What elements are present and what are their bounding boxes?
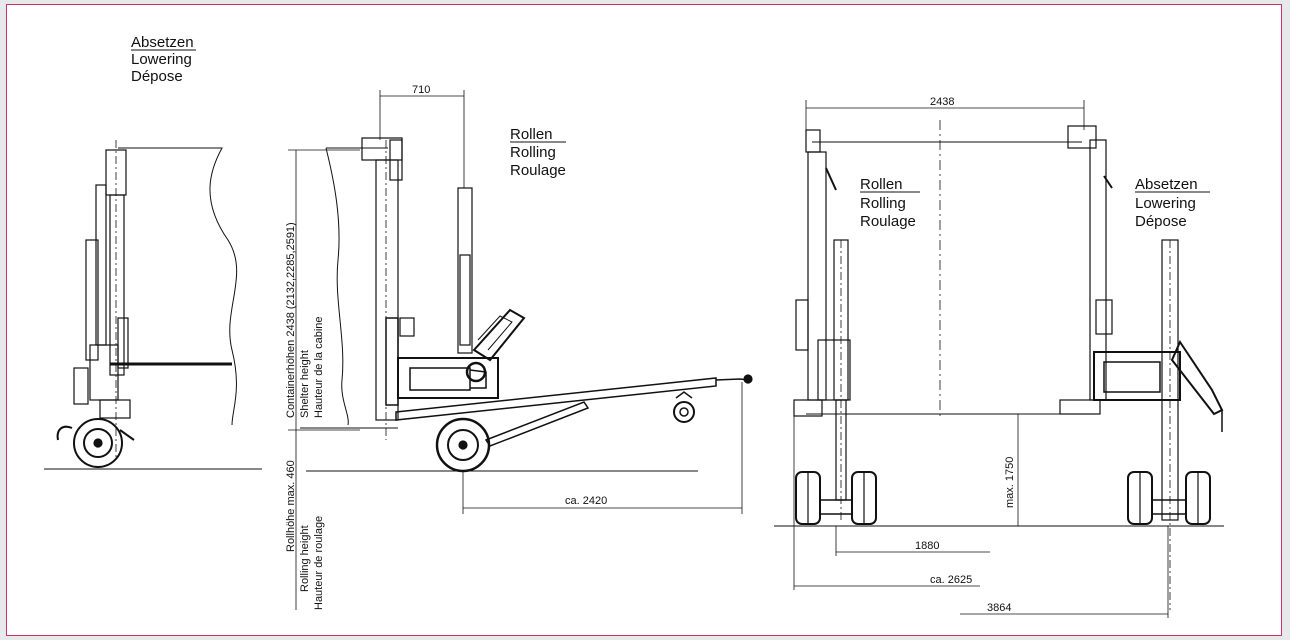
right-lowering-fr: Dépose <box>1135 213 1187 230</box>
drawing-frame <box>6 4 1282 636</box>
rolling-height-fr: Hauteur de roulage <box>313 516 325 610</box>
rolling-height-en: Rolling height <box>299 525 311 592</box>
left-title-fr: Dépose <box>131 68 183 85</box>
rolling-height-de: Rollhöhe max. 460 <box>285 460 297 552</box>
dim-1880: 1880 <box>915 540 939 552</box>
center-title-en: Rolling <box>510 144 556 161</box>
right-lowering-en: Lowering <box>1135 195 1196 212</box>
center-title-de: Rollen <box>510 126 553 143</box>
left-lowering-view <box>44 140 262 470</box>
right-rolling-de: Rollen <box>860 176 903 193</box>
dim-3864: 3864 <box>987 602 1011 614</box>
dim-2438: 2438 <box>930 96 954 108</box>
top-bar <box>0 0 1290 4</box>
right-rolling-title: Rollen Rolling Roulage <box>860 176 920 230</box>
dim-max-1750: max. 1750 <box>1004 457 1016 508</box>
center-title: Rollen Rolling Roulage <box>510 126 566 179</box>
center-title-fr: Roulage <box>510 162 566 179</box>
right-rolling-en: Rolling <box>860 195 906 212</box>
dim-ca-2420: ca. 2420 <box>565 495 607 507</box>
container-height-en: Shelter height <box>299 350 311 418</box>
left-title-en: Lowering <box>131 51 192 68</box>
right-lowering-de: Absetzen <box>1135 176 1198 193</box>
container-height-fr: Hauteur de la cabine <box>313 316 325 418</box>
right-front-view <box>774 100 1224 618</box>
dim-ca-2625: ca. 2625 <box>930 574 972 586</box>
left-title-de: Absetzen <box>131 34 194 51</box>
right-lowering-title: Absetzen Lowering Dépose <box>1135 176 1210 230</box>
right-rolling-fr: Roulage <box>860 213 916 230</box>
center-rolling-view <box>288 90 753 610</box>
left-title: Absetzen Lowering Dépose <box>131 34 196 85</box>
dim-710: 710 <box>412 84 430 96</box>
container-height-de: Containerhöhen 2438 (2132,2285,2591) <box>285 222 297 418</box>
